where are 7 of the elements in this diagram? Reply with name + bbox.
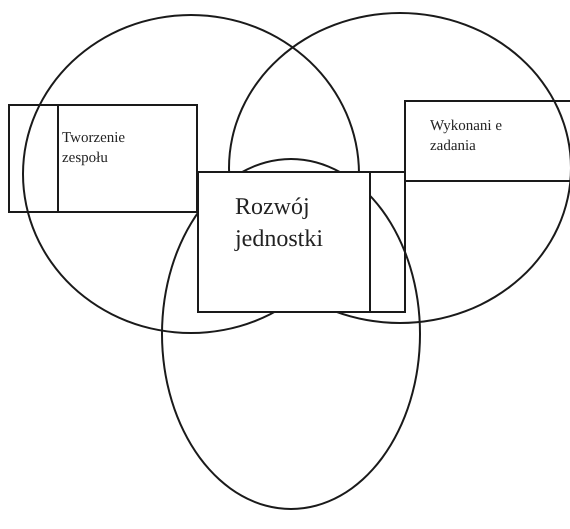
box-label: Wykonani e zadania bbox=[430, 117, 503, 156]
box-label: Rozwój jednostki bbox=[235, 193, 324, 254]
venn-ellipse bbox=[22, 14, 360, 334]
text-box bbox=[8, 104, 198, 213]
venn-ellipse bbox=[228, 12, 570, 324]
box-label: Tworzenie zespołu bbox=[62, 129, 126, 168]
venn-ellipse bbox=[161, 158, 421, 510]
